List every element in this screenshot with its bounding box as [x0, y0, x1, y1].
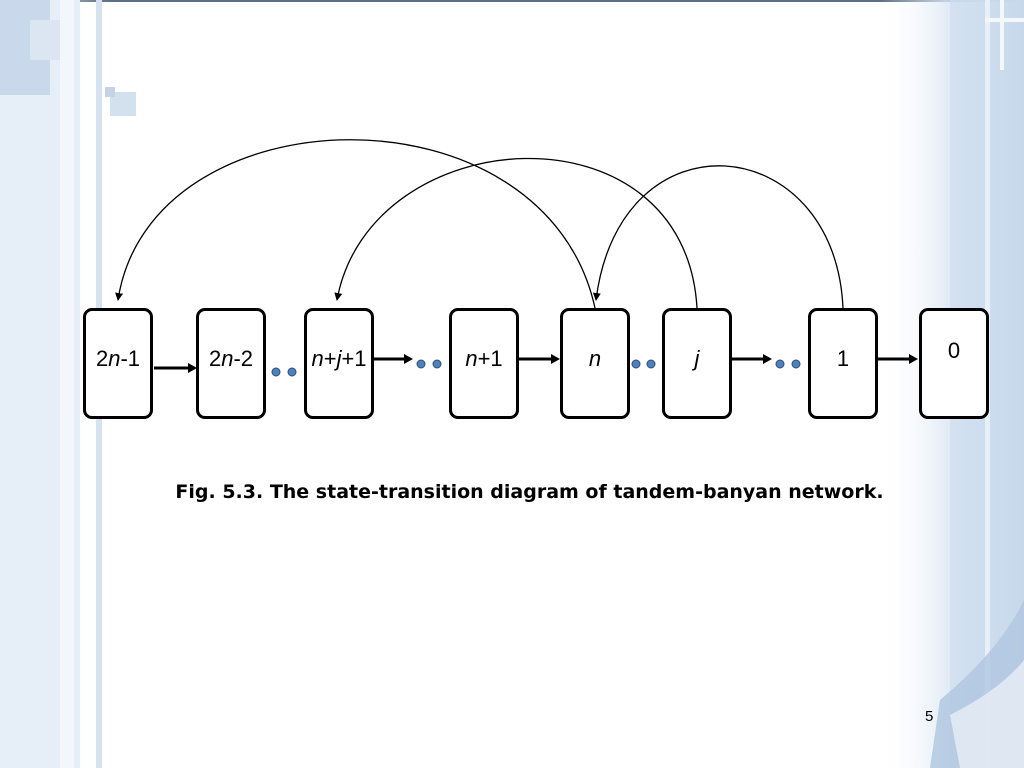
right-decoration [880, 0, 1024, 768]
state-n-1: n+1 [449, 308, 519, 419]
state-label: n+j+1 [311, 346, 366, 372]
state-0: 0 [919, 308, 989, 419]
step-2n-1-to-2n-2 [154, 363, 197, 373]
page-number: 5 [925, 708, 934, 725]
state-label: j [695, 346, 700, 372]
ellipsis-dots-2 [416, 359, 442, 369]
state-label-text: -2 [233, 346, 254, 372]
state-label-variable: j [336, 346, 342, 372]
state-label: 2n-2 [209, 346, 253, 372]
state-label: 0 [948, 338, 960, 364]
ellipsis-dots-4 [775, 359, 801, 369]
step-j-to-ellipsis [732, 354, 772, 364]
state-label-variable: n [465, 346, 478, 372]
state-label-variable: n [221, 346, 234, 372]
state-label-variable: n [588, 346, 602, 372]
state-label-variable: n [311, 346, 324, 372]
state-j: j [662, 308, 732, 419]
state-label: 2n-1 [96, 346, 140, 372]
state-n-j-1: n+j+1 [304, 308, 374, 419]
ellipsis-dots-3 [631, 359, 656, 369]
arc-1-to-n [592, 165, 844, 309]
state-label-text: + [323, 346, 337, 372]
step-1-to-0 [878, 354, 918, 364]
state-label-text: 2 [208, 346, 222, 372]
state-label-text: 1 [836, 346, 850, 372]
state-label: n [589, 346, 601, 372]
state-label-variable: j [694, 346, 700, 372]
arc-j-to-n-j-1 [334, 157, 698, 309]
state-2n-1: 2n-1 [83, 308, 153, 419]
state-label-text: 2 [95, 346, 109, 372]
state-2n-2: 2n-2 [196, 308, 266, 419]
state-label-text: -1 [120, 346, 141, 372]
state-label-text: +1 [477, 346, 503, 372]
state-n: n [560, 308, 630, 419]
ellipsis-dots-1 [271, 367, 297, 377]
state-label-text: 0 [947, 337, 961, 363]
state-1: 1 [808, 308, 878, 419]
state-label: 1 [837, 346, 849, 372]
figure-caption: Fig. 5.3. The state-transition diagram o… [175, 481, 884, 503]
arc-n-to-2n-1 [115, 139, 596, 309]
state-label-variable: n [108, 346, 121, 372]
step-n-j-1-to-ellipsis [373, 354, 413, 364]
top-border-line [0, 0, 1024, 2]
left-decoration [0, 0, 136, 768]
state-label-text: +1 [341, 346, 367, 372]
state-label: n+1 [465, 346, 502, 372]
step-n-1-to-n [519, 354, 560, 364]
